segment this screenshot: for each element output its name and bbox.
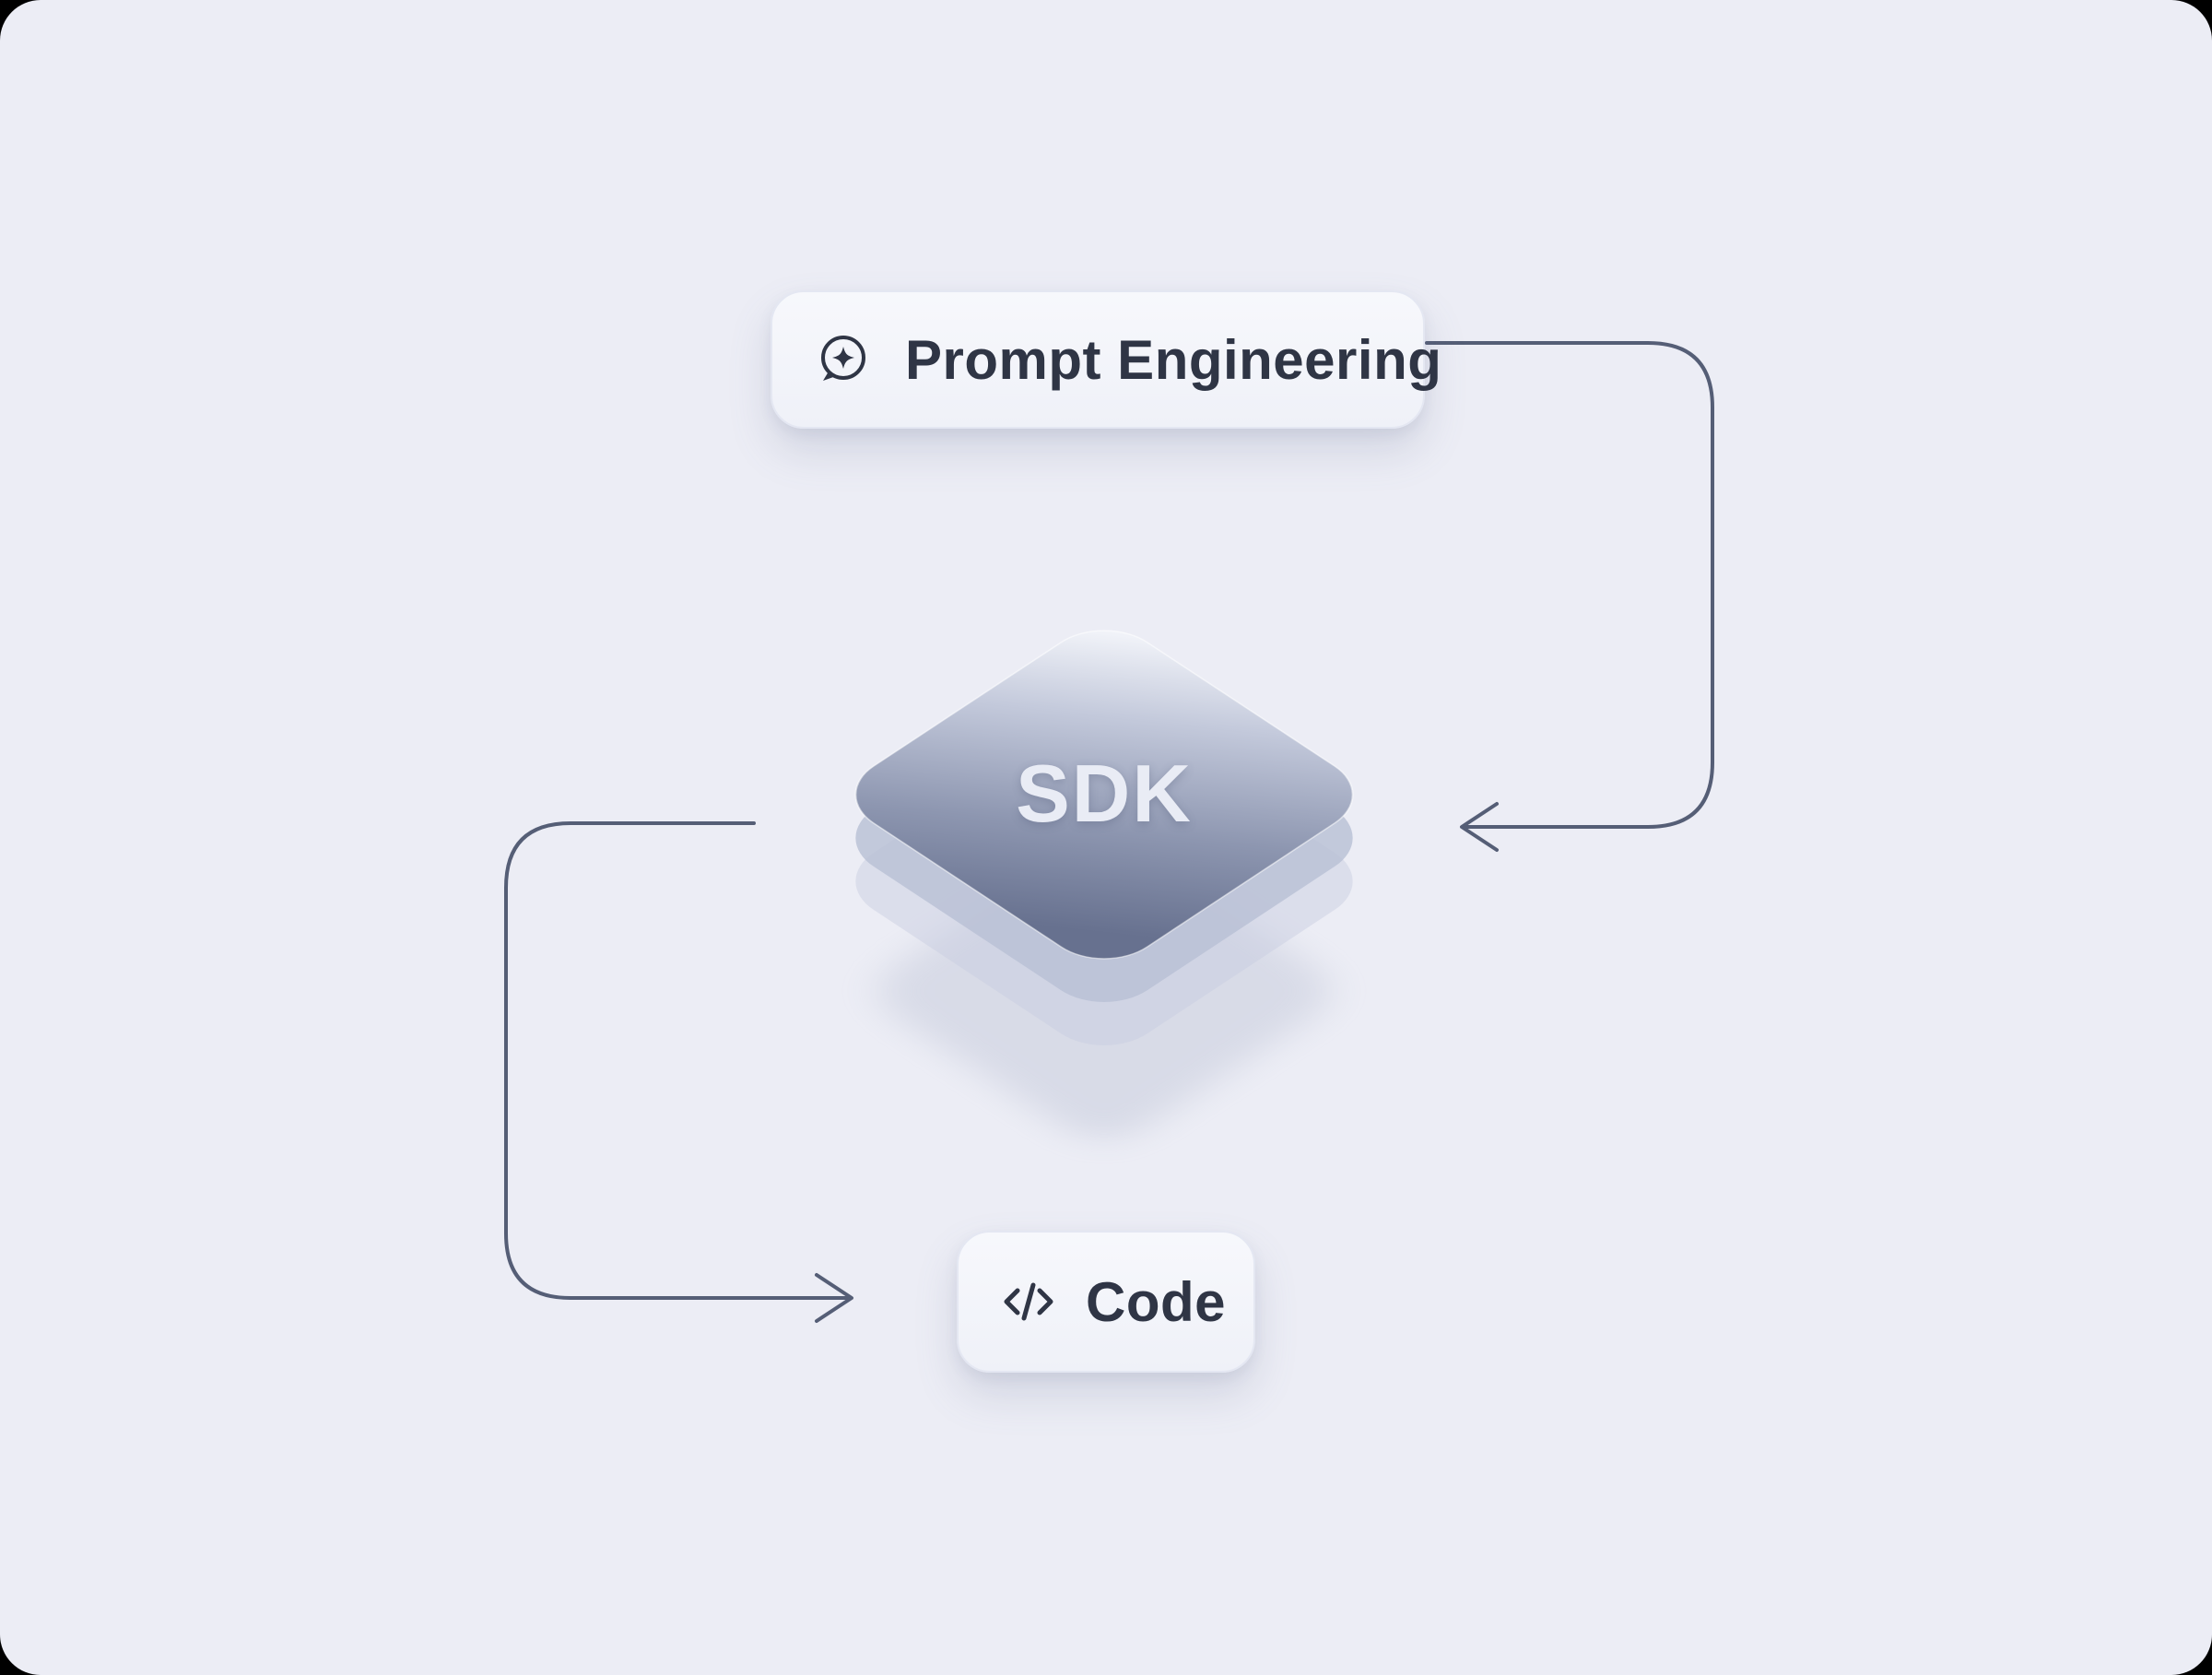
- connector-prompt-to-sdk: [1425, 341, 1714, 829]
- chat-sparkle-icon: [821, 336, 865, 381]
- sdk-node-label: SDK: [1016, 748, 1193, 839]
- prompt-engineering-node: Prompt Engineering: [771, 290, 1441, 429]
- arrowhead-sdk-to-code: [815, 1273, 853, 1323]
- connector-sdk-to-code: [504, 821, 852, 1300]
- sdk-layer-stack: [854, 630, 1354, 1139]
- prompt-node-label: Prompt Engineering: [905, 328, 1442, 391]
- sdk-stack-top-layer: [854, 630, 1354, 960]
- arrowhead-prompt-to-sdk: [1460, 802, 1499, 852]
- code-node: Code: [957, 1231, 1255, 1373]
- code-node-label: Code: [1086, 1270, 1226, 1333]
- code-brackets-icon: [1004, 1282, 1053, 1321]
